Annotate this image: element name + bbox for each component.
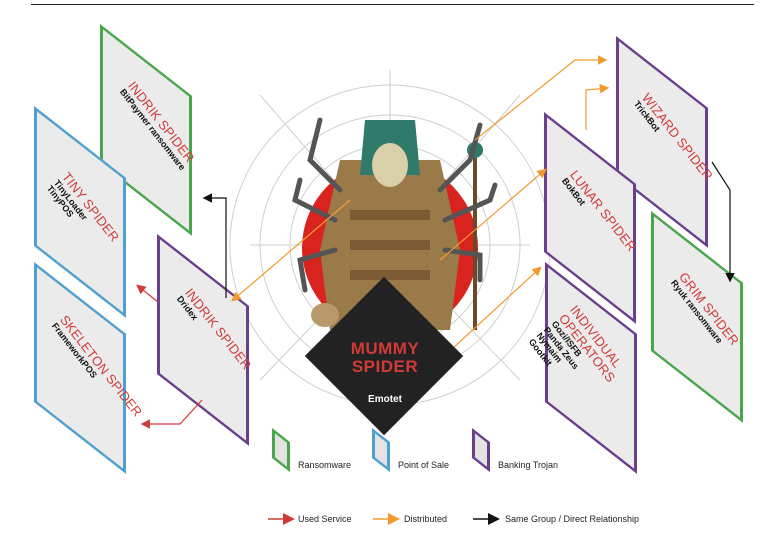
spider-legs-icon <box>292 117 498 293</box>
arrow-distributed-lunar-wizard <box>585 83 610 130</box>
arrow-distributed-indrik <box>231 199 351 302</box>
legend-label-banking: Banking Trojan <box>498 460 559 470</box>
center-title-line2: SPIDER <box>351 357 419 376</box>
arrow-same-group-indrik <box>202 193 227 298</box>
arrow-used-service-skeleton <box>140 399 203 429</box>
arrow-distributed-wizard <box>474 55 608 141</box>
legend-label-same-group: Same Group / Direct Relationship <box>505 514 640 524</box>
arrow-distributed-individual <box>439 266 542 361</box>
arrow-used-service-tiny <box>136 284 159 303</box>
legend-label-distributed: Distributed <box>404 514 448 524</box>
arrow-same-group-wizard-grim <box>711 161 735 283</box>
top-rule <box>31 4 754 5</box>
arrow-distributed-lunar <box>439 168 547 261</box>
legend-label-ransomware: Ransomware <box>298 460 352 470</box>
center-title-line1: MUMMY <box>350 339 420 358</box>
legend-label-used-service: Used Service <box>298 514 352 524</box>
center-title: MUMMY SPIDER <box>345 340 425 376</box>
legend-label-pos: Point of Sale <box>398 460 450 470</box>
center-subtitle: Emotet <box>368 394 402 405</box>
